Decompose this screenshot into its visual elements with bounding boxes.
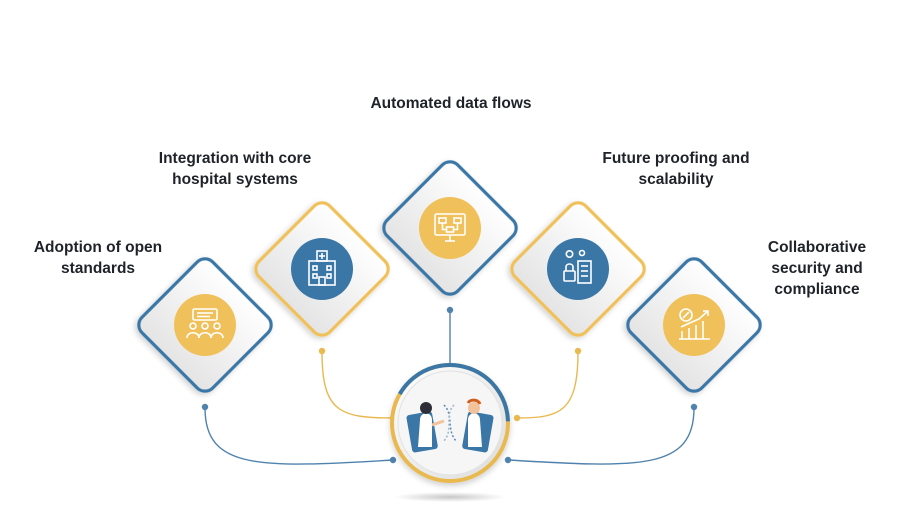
icon-circle-blue bbox=[291, 238, 353, 300]
node-data-flows bbox=[382, 160, 518, 296]
icon-circle-gold bbox=[174, 294, 236, 356]
growth-chart-icon bbox=[679, 308, 710, 340]
label-open-standards: Adoption of open standards bbox=[33, 239, 163, 277]
node-scalability bbox=[510, 201, 646, 337]
connector-security bbox=[507, 407, 695, 465]
connector-dot bbox=[318, 347, 326, 355]
connector-dot bbox=[389, 456, 397, 464]
team-meeting-icon bbox=[186, 308, 224, 339]
connector-open-standards bbox=[204, 407, 394, 465]
hospital-building-icon bbox=[308, 250, 336, 286]
label-data-flows: Automated data flows bbox=[370, 95, 532, 112]
label-security: Collaborative security and compliance bbox=[767, 239, 867, 298]
hub-circle bbox=[390, 363, 510, 483]
icon-circle-gold bbox=[419, 197, 481, 259]
connector-dot bbox=[201, 403, 209, 411]
node-security bbox=[626, 257, 762, 393]
connector-scalability bbox=[516, 351, 579, 419]
secure-building-icon bbox=[563, 249, 592, 284]
node-core-systems bbox=[254, 201, 390, 337]
connector-dot bbox=[504, 456, 512, 464]
connector-core-systems bbox=[321, 351, 394, 419]
connector-dot bbox=[446, 306, 454, 314]
connector-dot bbox=[574, 347, 582, 355]
connector-dot bbox=[690, 403, 698, 411]
monitor-flow-icon bbox=[434, 213, 466, 242]
connector-lines bbox=[204, 312, 695, 465]
node-open-standards bbox=[137, 257, 273, 393]
telehealth-doctors-icon bbox=[406, 398, 494, 453]
label-scalability: Future proofing and scalability bbox=[602, 150, 750, 188]
label-core-systems: Integration with core hospital systems bbox=[158, 150, 312, 188]
icon-circle-gold bbox=[663, 294, 725, 356]
connector-dot bbox=[513, 414, 521, 422]
hub-shadow bbox=[394, 492, 506, 502]
